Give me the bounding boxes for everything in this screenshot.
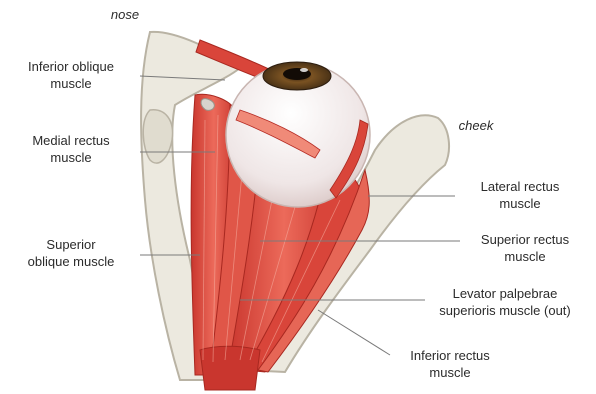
label-inferior-rectus-muscle: Inferior rectus muscle <box>385 347 515 381</box>
label-superior-rectus-muscle: Superior rectus muscle <box>460 231 590 265</box>
label-lateral-rectus-muscle: Lateral rectus muscle <box>455 178 585 212</box>
label-cheek: cheek <box>446 117 506 134</box>
label-medial-rectus-muscle: Medial rectus muscle <box>4 132 138 166</box>
label-inferior-oblique-muscle: Inferior oblique muscle <box>4 58 138 92</box>
eyeball <box>226 62 370 207</box>
label-superior-oblique-muscle: Superior oblique muscle <box>4 236 138 270</box>
leader-inferior-rectus <box>318 310 390 355</box>
label-nose: nose <box>100 6 150 23</box>
label-levator-palpebrae-muscle: Levator palpebrae superioris muscle (out… <box>420 285 590 319</box>
